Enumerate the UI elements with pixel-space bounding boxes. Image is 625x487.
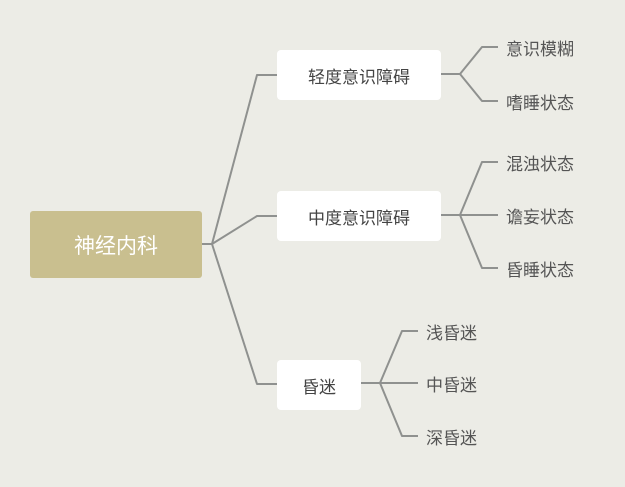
link-branch-2-leaf-3 <box>459 214 498 269</box>
leaf-node[interactable]: 意识模糊 <box>506 34 574 60</box>
branch-node-mild-consciousness-disorder[interactable]: 轻度意识障碍 <box>277 50 441 100</box>
leaf-node[interactable]: 谵妄状态 <box>506 202 574 228</box>
root-node[interactable]: 神经内科 <box>30 211 202 278</box>
branch-node-label: 昏迷 <box>302 377 336 398</box>
link-root-branch-2 <box>211 215 277 245</box>
leaf-node-label: 嗜睡状态 <box>506 93 574 114</box>
leaf-node[interactable]: 昏睡状态 <box>506 255 574 281</box>
leaf-node[interactable]: 深昏迷 <box>426 423 477 449</box>
link-branch-2-leaf-1 <box>441 161 498 216</box>
leaf-node-label: 意识模糊 <box>506 39 574 60</box>
leaf-node[interactable]: 混浊状态 <box>506 149 574 175</box>
link-root-branch-3 <box>211 243 277 385</box>
leaf-node-label: 谵妄状态 <box>506 207 574 228</box>
link-branch-3-leaf-1 <box>361 330 418 384</box>
leaf-node[interactable]: 嗜睡状态 <box>506 88 574 114</box>
leaf-node-label: 混浊状态 <box>506 154 574 175</box>
branch-node-label: 中度意识障碍 <box>308 208 410 229</box>
branch-node-coma[interactable]: 昏迷 <box>277 360 361 410</box>
leaf-node-label: 深昏迷 <box>426 428 477 449</box>
leaf-node-label: 浅昏迷 <box>426 323 477 344</box>
leaf-node-label: 中昏迷 <box>426 375 477 396</box>
link-branch-1-leaf-1 <box>441 46 498 75</box>
branch-node-label: 轻度意识障碍 <box>308 67 410 88</box>
link-branch-1-leaf-2 <box>459 73 498 102</box>
leaf-node-label: 昏睡状态 <box>506 260 574 281</box>
link-root-branch-1 <box>202 74 277 245</box>
leaf-node[interactable]: 中昏迷 <box>426 370 477 396</box>
link-branch-3-leaf-3 <box>379 382 418 437</box>
root-node-label: 神经内科 <box>74 233 158 258</box>
branch-node-moderate-consciousness-disorder[interactable]: 中度意识障碍 <box>277 191 441 241</box>
leaf-node[interactable]: 浅昏迷 <box>426 318 477 344</box>
